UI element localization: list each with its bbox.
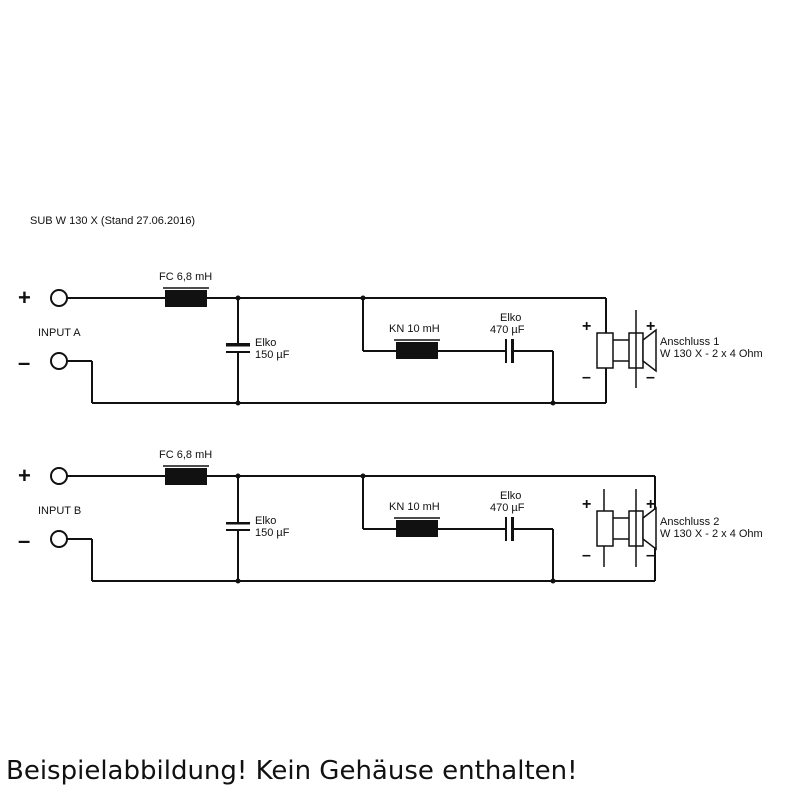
input-minus-sign: – — [18, 528, 30, 553]
input-plus-sign: + — [18, 285, 31, 310]
capacitor-470uf-value: 470 µF — [490, 502, 525, 514]
input-minus-terminal — [50, 352, 68, 370]
schematic-title: SUB W 130 X (Stand 27.06.2016) — [30, 215, 195, 227]
speaker-minus-left: – — [582, 547, 591, 564]
speaker-plus-right: + — [646, 318, 655, 335]
kn-inductor-label: KN 10 mH — [389, 323, 440, 335]
input-plus-terminal — [50, 467, 68, 485]
capacitor-150uf-name: Elko — [255, 515, 276, 527]
kn-inductor — [396, 342, 438, 359]
speaker-symbol — [596, 310, 657, 388]
kn-inductor — [396, 520, 438, 537]
input-label: INPUT A — [38, 327, 81, 339]
connection-label: Anschluss 1 — [660, 336, 719, 348]
speaker-minus-right: – — [646, 369, 655, 386]
fc-inductor-label: FC 6,8 mH — [159, 449, 212, 461]
footer-note: Beispielabbildung! Kein Gehäuse enthalte… — [6, 756, 578, 786]
capacitor-150uf-value: 150 µF — [255, 349, 290, 361]
fc-inductor-label: FC 6,8 mH — [159, 271, 212, 283]
input-label: INPUT B — [38, 505, 81, 517]
input-plus-sign: + — [18, 463, 31, 488]
speaker-minus-left: – — [582, 369, 591, 386]
speaker-minus-right: – — [646, 547, 655, 564]
speaker-label: W 130 X - 2 x 4 Ohm — [660, 348, 763, 360]
connection-label: Anschluss 2 — [660, 516, 719, 528]
kn-inductor-label: KN 10 mH — [389, 501, 440, 513]
fc-inductor — [165, 290, 207, 307]
capacitor-470uf-name: Elko — [500, 312, 521, 324]
capacitor-150uf-value: 150 µF — [255, 527, 290, 539]
capacitor-150uf — [226, 344, 250, 347]
speaker-label: W 130 X - 2 x 4 Ohm — [660, 528, 763, 540]
speaker-plus-left: + — [582, 496, 591, 513]
input-minus-sign: – — [18, 350, 30, 375]
input-minus-terminal — [50, 530, 68, 548]
channel-b: + INPUT B – FC 6,8 mH Elko 150 µF KN 10 … — [18, 449, 763, 584]
channel-a: + INPUT A – FC 6,8 mH Elko 150 µF KN 10 … — [18, 271, 763, 406]
speaker-symbol — [596, 489, 657, 567]
input-plus-terminal — [50, 289, 68, 307]
speaker-plus-right: + — [646, 496, 655, 513]
capacitor-150uf — [226, 522, 250, 525]
fc-inductor — [165, 468, 207, 485]
capacitor-470uf-name: Elko — [500, 490, 521, 502]
capacitor-150uf-name: Elko — [255, 337, 276, 349]
speaker-plus-left: + — [582, 318, 591, 335]
capacitor-470uf-value: 470 µF — [490, 324, 525, 336]
